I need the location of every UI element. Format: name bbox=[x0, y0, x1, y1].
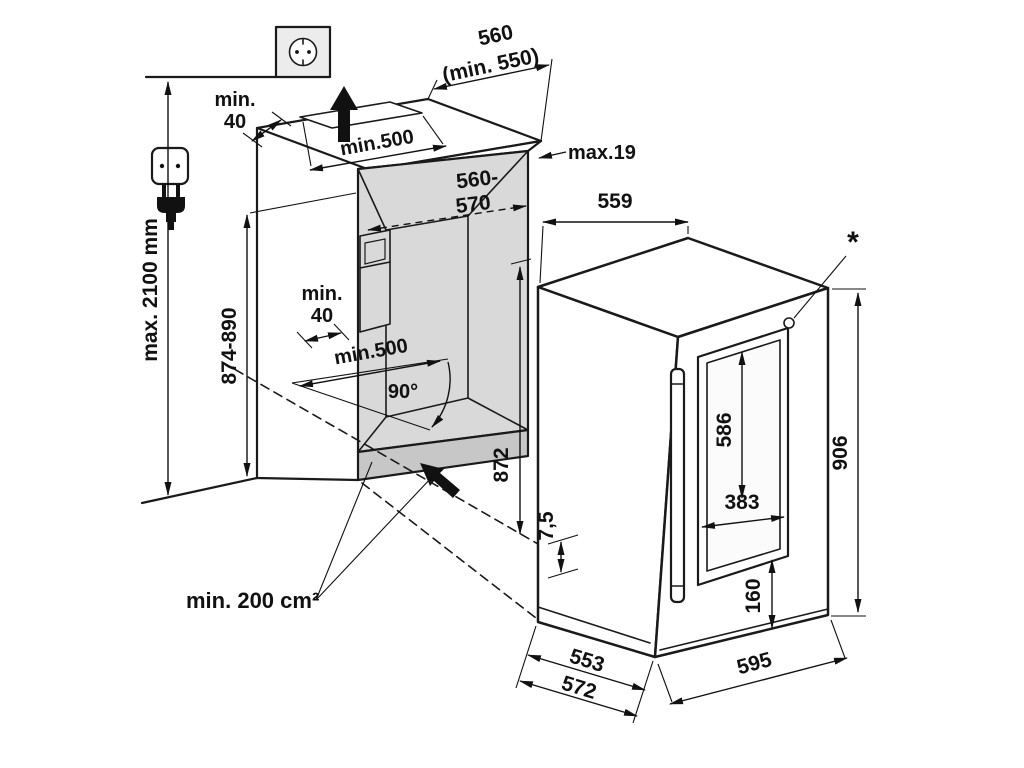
dim-wall-height-label: max. 2100 mm bbox=[139, 218, 162, 362]
dim-niche-width-line bbox=[367, 204, 527, 232]
dim-mid-gap-value: 40 bbox=[311, 305, 333, 327]
dim-total-depth-label: 572 bbox=[559, 672, 599, 704]
door-angle-label: 90° bbox=[388, 381, 418, 403]
appliance-drawing bbox=[536, 236, 847, 659]
door-handle bbox=[669, 367, 686, 604]
dim-glass-height-label: 586 bbox=[713, 412, 736, 447]
top-vent-cutout bbox=[299, 101, 423, 129]
dim-top-depth-value: 560 bbox=[476, 21, 515, 51]
dim-projected-height-label: 872 bbox=[490, 447, 513, 482]
dim-top-depth-min: (min. 550) bbox=[440, 44, 541, 87]
dim-top-width-label: 559 bbox=[597, 190, 632, 213]
asterisk-leader bbox=[793, 255, 847, 319]
appliance-side-panel bbox=[536, 285, 680, 659]
dim-glass-bottom-label: 160 bbox=[742, 578, 765, 613]
lock-position-circle-icon bbox=[783, 317, 795, 329]
projection-dashed-line-2 bbox=[361, 482, 537, 619]
dim-glass-width-label: 383 bbox=[724, 491, 759, 514]
dim-top-depth-line bbox=[433, 64, 550, 90]
airflow-in-arrow-icon bbox=[420, 463, 460, 498]
dim-niche-width-line1: 560- bbox=[455, 166, 500, 194]
projection-dashed-line-1 bbox=[221, 361, 546, 549]
niche-dimensions: max. 2100 mm 874-890 min. 40 min.500 560… bbox=[139, 21, 636, 613]
dim-body-depth-label: 553 bbox=[567, 645, 607, 677]
dim-door-width-label: 595 bbox=[734, 648, 774, 679]
door-glass-pane bbox=[706, 339, 781, 572]
dim-frame-thickness-label: max.19 bbox=[568, 142, 636, 164]
dim-top-vent-line bbox=[309, 144, 447, 172]
socket-recess-in-niche bbox=[359, 229, 391, 333]
door-bottom-line bbox=[659, 608, 829, 651]
dim-niche-width-line2: 570 bbox=[454, 191, 492, 218]
dim-top-gap-value: 40 bbox=[224, 111, 246, 133]
dim-open-door-depth-line bbox=[299, 359, 441, 388]
dim-mid-gap-word: min. bbox=[301, 283, 342, 305]
vent-area-leader-1 bbox=[315, 461, 373, 601]
dim-bottom-gap-label: 7,5 bbox=[535, 511, 558, 541]
dim-total-depth-line bbox=[519, 680, 638, 717]
dim-door-width-line bbox=[669, 657, 848, 705]
asterisk-label: * bbox=[847, 226, 859, 259]
dim-frame-thickness-leader bbox=[538, 151, 567, 159]
dim-mid-gap-line bbox=[304, 332, 342, 342]
dim-glass-width-line bbox=[701, 515, 785, 529]
dim-appliance-height-label: 906 bbox=[829, 435, 852, 470]
power-outlet-icon bbox=[150, 146, 190, 186]
dim-top-gap-word: min. bbox=[214, 89, 255, 111]
cabinet-bottom-edge bbox=[255, 476, 360, 482]
airflow-up-arrow-icon bbox=[330, 86, 358, 142]
vent-area-label: min. 200 cm² bbox=[186, 588, 319, 613]
dim-top-gap-line bbox=[251, 119, 282, 142]
appliance-base-line bbox=[537, 606, 651, 644]
dim-niche-height-label: 874-890 bbox=[218, 307, 241, 384]
floor-line bbox=[140, 476, 259, 505]
vent-area-leader-2 bbox=[315, 476, 433, 601]
bottom-vent-strip bbox=[356, 428, 530, 482]
wall-socket-icon bbox=[274, 25, 332, 79]
